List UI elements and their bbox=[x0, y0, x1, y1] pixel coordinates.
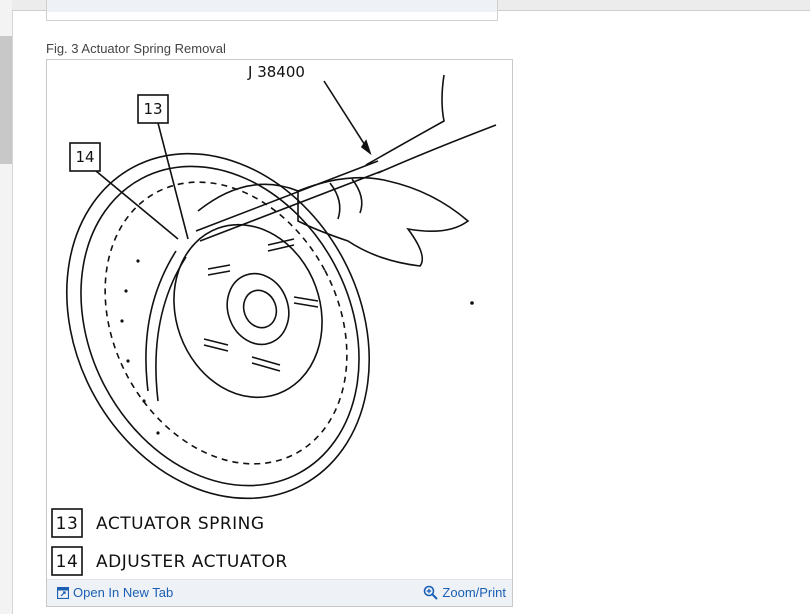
hub-cap bbox=[242, 289, 278, 329]
leader-13 bbox=[157, 122, 189, 240]
tool-hook-upper bbox=[365, 74, 445, 166]
brake-diagram: 13 14 J 38400 13 ACTUATOR SPRING 14 ADJU… bbox=[51, 63, 497, 576]
tool-shaft bbox=[195, 160, 379, 232]
leader-14 bbox=[95, 170, 179, 240]
hand-outline bbox=[297, 176, 470, 267]
open-new-tab-label: Open In New Tab bbox=[73, 585, 174, 600]
callout-box-13 bbox=[137, 94, 169, 124]
figure-card: 13 14 J 38400 13 ACTUATOR SPRING 14 ADJU… bbox=[46, 59, 513, 607]
zoom-print-link[interactable]: Zoom/Print bbox=[423, 585, 506, 600]
legend-text-13: ACTUATOR SPRING bbox=[96, 514, 265, 534]
open-new-tab-link[interactable]: Open In New Tab bbox=[57, 585, 173, 600]
previous-figure-card bbox=[46, 0, 498, 21]
vertical-scrollbar[interactable] bbox=[0, 0, 13, 614]
figure-footer: Open In New Tab Zoom/Print bbox=[47, 579, 512, 606]
backing-plate-outer bbox=[66, 152, 370, 500]
legend-box-13 bbox=[51, 508, 83, 538]
hub-flange bbox=[173, 223, 323, 399]
tool-label: J 38400 bbox=[247, 63, 305, 81]
brake-shoe-left bbox=[145, 250, 177, 392]
previous-card-strip bbox=[47, 0, 497, 12]
brake-shoe-left-inner bbox=[155, 256, 187, 402]
hand-finger-1 bbox=[329, 182, 341, 220]
drum-ring bbox=[104, 181, 348, 465]
callout-box-14 bbox=[69, 142, 101, 172]
leader-tool bbox=[323, 80, 371, 154]
scrollbar-thumb[interactable] bbox=[0, 36, 12, 164]
leader-tool-arrow bbox=[360, 139, 372, 156]
plate-rivets bbox=[120, 259, 474, 435]
legend-box-14 bbox=[51, 546, 83, 576]
legend-text-14: ADJUSTER ACTUATOR bbox=[96, 552, 288, 572]
callout-label-14: 14 bbox=[75, 148, 94, 166]
figure-image: 13 14 J 38400 13 ACTUATOR SPRING 14 ADJU… bbox=[48, 61, 511, 579]
figure-caption: Fig. 3 Actuator Spring Removal bbox=[46, 41, 226, 56]
brake-shoe-top bbox=[197, 183, 299, 212]
backing-plate-inner bbox=[80, 165, 360, 487]
zoom-print-label: Zoom/Print bbox=[442, 585, 506, 600]
tool-hook-lower bbox=[377, 124, 497, 174]
hub-center bbox=[226, 272, 290, 346]
wheel-studs bbox=[203, 238, 319, 372]
zoom-in-icon bbox=[424, 585, 439, 600]
tool-shaft-lower bbox=[199, 170, 383, 242]
hand-finger-2 bbox=[351, 178, 363, 214]
callout-label-13: 13 bbox=[143, 100, 162, 118]
legend-number-13: 13 bbox=[56, 514, 79, 534]
open-new-tab-icon bbox=[57, 586, 69, 599]
legend-number-14: 14 bbox=[56, 552, 79, 572]
